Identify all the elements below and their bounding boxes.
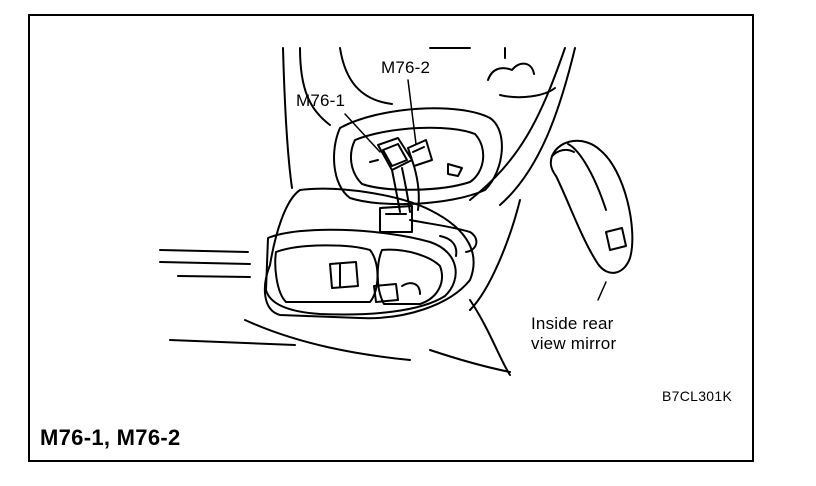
connector-assembly [377, 137, 478, 257]
leader-lines [344, 79, 607, 301]
label-m76-1: M76-1 [296, 91, 346, 110]
label-mirror-line2: view mirror [531, 334, 617, 353]
headliner-lines [159, 47, 576, 376]
label-inside-rear-view-mirror: Inside rear view mirror [531, 314, 671, 354]
rear-view-mirror [549, 139, 634, 274]
diagram-frame [28, 14, 754, 462]
figure-title: M76-1, M76-2 [40, 425, 181, 450]
mounting-recess [333, 107, 503, 206]
overhead-console [263, 187, 475, 320]
label-m76-2: M76-2 [381, 58, 431, 77]
figure-code: B7CL301K [662, 388, 733, 404]
label-mirror-line1: Inside rear [531, 314, 614, 333]
